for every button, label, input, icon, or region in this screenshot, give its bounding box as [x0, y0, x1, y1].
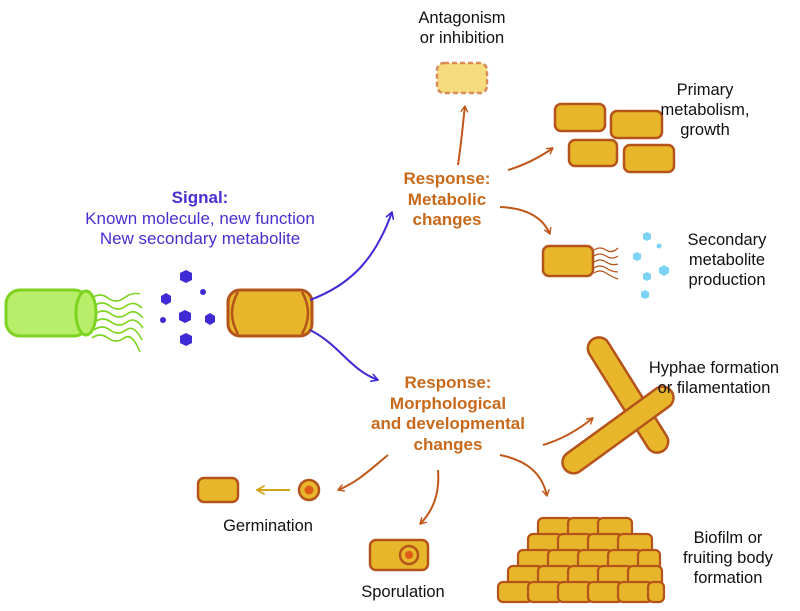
morphological-line-3: and developmental: [371, 414, 525, 434]
primary-line-2: metabolism,: [660, 101, 750, 120]
morphological-line-2: Morphological: [389, 393, 507, 413]
morphological-response-label: Response: Morphological and developmenta…: [348, 373, 548, 456]
primary-metabolism-cells: [553, 102, 676, 174]
biofilm-label: Biofilm or fruiting body formation: [664, 528, 792, 588]
secondary-line-1: Secondary: [687, 231, 767, 249]
secondary-metabolite-dots: [633, 232, 669, 299]
signal-line-2: New secondary metabolite: [99, 229, 301, 249]
signal-title: Signal:: [171, 188, 229, 207]
metabolic-response-label: Response: Metabolic changes: [382, 169, 512, 231]
germination-line-1: Germination: [223, 517, 313, 535]
arrow-to-hyphae: [542, 417, 594, 446]
metabolic-line-3: changes: [412, 210, 482, 230]
metabolic-line-1: Response:: [403, 169, 491, 188]
primary-line-1: Primary: [676, 81, 734, 99]
secondary-line-2: metabolite: [688, 251, 766, 270]
primary-metabolism-label: Primary metabolism, growth: [640, 80, 770, 140]
arrow-to-antagonism: [457, 105, 469, 166]
biofilm-line-1: Biofilm or: [693, 529, 763, 547]
biofilm-line-2: fruiting body: [683, 549, 773, 568]
antagonism-line-1: Antagonism: [418, 9, 506, 27]
antagonism-label: Antagonism or inhibition: [392, 8, 532, 48]
arrow-to-secondary: [499, 206, 552, 235]
secondary-line-3: production: [688, 271, 766, 290]
hyphae-filaments: [561, 336, 675, 475]
spore: [297, 478, 321, 502]
receiving-cell: [226, 288, 314, 338]
sporulating-cell: [368, 538, 430, 572]
germinated-cell: [196, 476, 240, 504]
sporulation-label: Sporulation: [338, 582, 468, 602]
hyphae-label: Hyphae formation or filamentation: [632, 358, 796, 398]
arrow-to-primary: [507, 147, 554, 171]
secondary-metabolite-label: Secondary metabolite production: [662, 230, 792, 290]
hyphae-line-1: Hyphae formation: [648, 359, 780, 377]
sporulation-line-1: Sporulation: [361, 583, 445, 601]
arrow-to-biofilm: [499, 454, 550, 497]
metabolic-line-2: Metabolic: [407, 189, 487, 209]
signaling-cell: [4, 288, 98, 338]
inhibited-cell: [435, 61, 489, 95]
signal-molecules: [160, 270, 215, 346]
primary-line-3: growth: [680, 121, 730, 140]
arrow-to-germination: [337, 454, 389, 492]
flagella: [91, 292, 144, 353]
signal-label: Signal: Known molecule, new function New…: [40, 188, 360, 250]
arrow-to-metabolic: [309, 211, 395, 301]
antagonism-line-2: or inhibition: [419, 29, 505, 48]
biofilm-line-3: formation: [693, 569, 763, 588]
arrow-to-morphological: [309, 329, 379, 383]
morphological-line-1: Response:: [404, 373, 492, 392]
biofilm-cells: [496, 516, 666, 604]
morphological-line-4: changes: [413, 435, 483, 455]
arrow-to-sporulation: [419, 469, 440, 525]
signal-line-1: Known molecule, new function: [85, 208, 315, 228]
hyphae-line-2: or filamentation: [657, 379, 771, 398]
germination-label: Germination: [200, 516, 336, 536]
secondary-producing-cell: [541, 244, 619, 280]
